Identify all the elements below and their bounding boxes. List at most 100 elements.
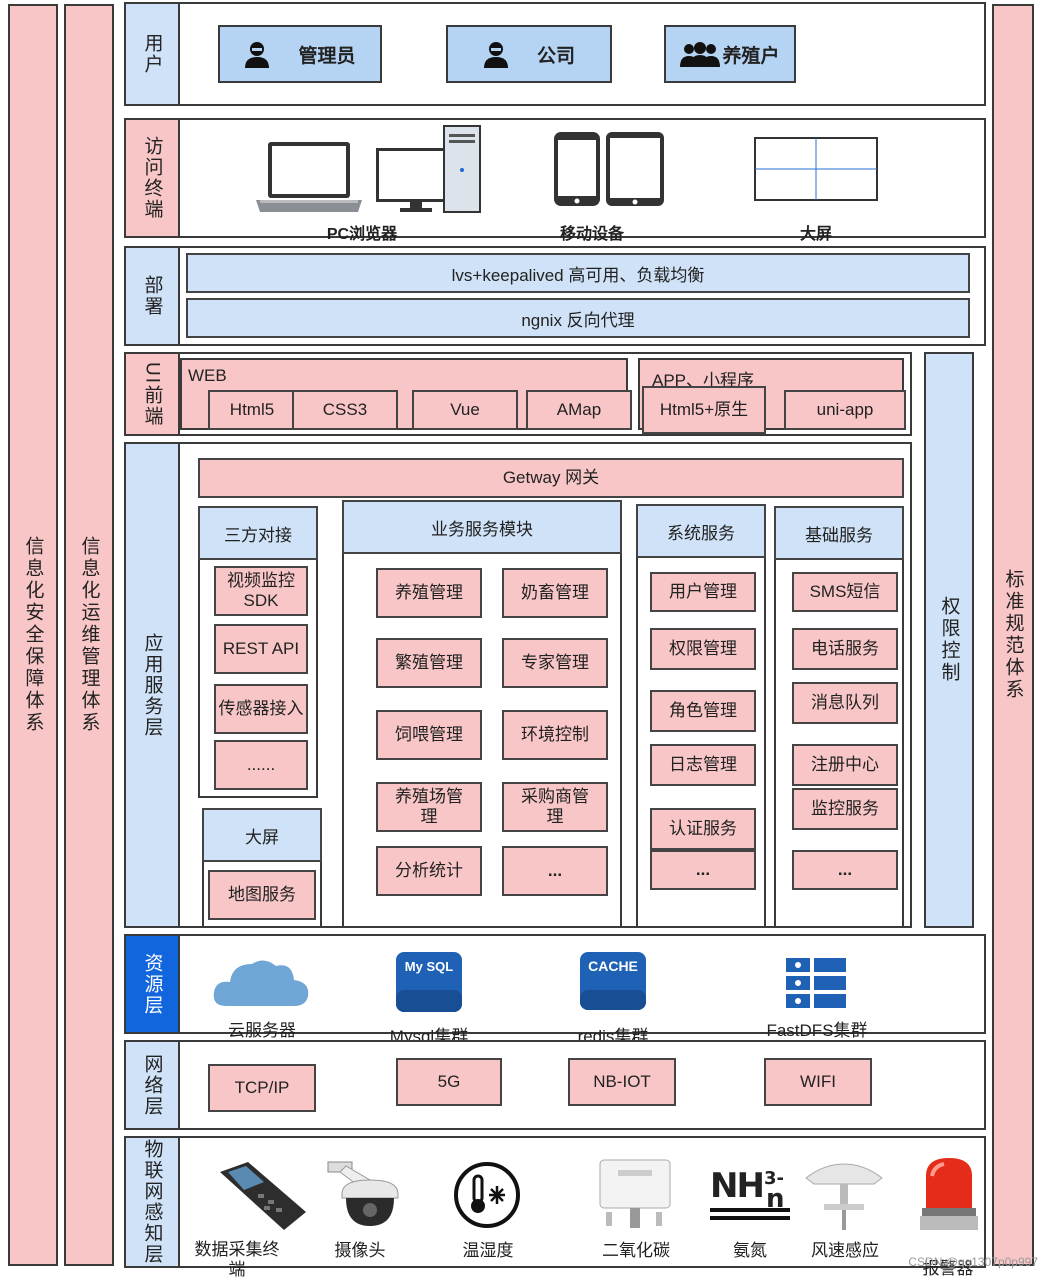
biz-farm-mgmt: 养殖场管理 [376, 782, 482, 832]
ui-html5: Html5 [208, 390, 296, 430]
sys-role-mgmt: 角色管理 [650, 690, 756, 732]
desktop-icon [376, 125, 481, 213]
handheld-terminal-icon [220, 1162, 306, 1230]
auth-control-column: 权限控制 [924, 352, 974, 928]
biz-env-control: 环境控制 [502, 710, 608, 760]
ui-app-title: APP、小程序 [652, 371, 755, 390]
deploy-lvs: lvs+keepalived 高可用、负载均衡 [186, 253, 970, 293]
users-layer-label: 用户 [124, 2, 180, 106]
mysql-icon-text: My SQL [405, 959, 453, 974]
ui-css3: CSS3 [292, 390, 398, 430]
iot-alarm-label: 报警器 [922, 1259, 974, 1278]
iot-co2-label: 二氧化碳 [602, 1241, 670, 1260]
person-icon [483, 42, 508, 68]
user-farmer: 养殖户 [664, 25, 796, 83]
phone-icon [554, 132, 600, 206]
biz-breeding-mgmt: 养殖管理 [376, 568, 482, 618]
sys-log-mgmt: 日志管理 [650, 744, 756, 786]
app-layer-label: 应用服务层 [124, 442, 180, 928]
biz-feeding-mgmt: 饲喂管理 [376, 710, 482, 760]
resource-cloud-label: 云服务器 [228, 1021, 296, 1040]
third-sensor: 传感器接入 [214, 684, 308, 734]
standards-label: 标准规范体系 [1002, 569, 1024, 701]
person-icon [245, 42, 270, 68]
system-title: 系统服务 [636, 504, 766, 558]
sys-permission-mgmt: 权限管理 [650, 628, 756, 670]
iot-wind-label: 风速感应 [811, 1241, 879, 1260]
laptop-icon [256, 142, 362, 212]
nh-text: NH [710, 1166, 765, 1206]
third-party-title: 三方对接 [198, 506, 318, 560]
biz-more: ... [502, 846, 608, 896]
user-company: 公司 [446, 25, 612, 83]
basic-registry: 注册中心 [792, 744, 898, 786]
net-5g: 5G [396, 1058, 502, 1106]
basic-phone: 电话服务 [792, 628, 898, 670]
iot-ammonia-label: 氨氮 [733, 1241, 767, 1260]
business-title: 业务服务模块 [342, 500, 622, 554]
basic-more: ... [792, 850, 898, 890]
fastdfs-icon [786, 958, 846, 1008]
wind-sensor-icon [805, 1163, 883, 1230]
ui-html5-native: Html5+原生 [642, 386, 766, 434]
iot-camera-label: 摄像头 [334, 1241, 386, 1260]
terminals-layer-label: 访问终端 [124, 118, 180, 238]
ammonia-nh-icon: NH 3- n [708, 1164, 792, 1226]
net-nbiot: NB-IOT [568, 1058, 676, 1106]
ui-uniapp: uni-app [784, 390, 906, 430]
co2-sensor-icon [599, 1159, 671, 1228]
thermometer-icon [454, 1162, 520, 1228]
alarm-icon [920, 1158, 978, 1230]
ui-vue: Vue [412, 390, 518, 430]
camera-icon [327, 1161, 399, 1226]
nh-sub-text: n [766, 1184, 785, 1214]
sys-auth-service: 认证服务 [650, 808, 756, 850]
ui-web-title: WEB [188, 366, 227, 385]
deploy-nginx: ngnix 反向代理 [186, 298, 970, 338]
basic-sms: SMS短信 [792, 572, 898, 612]
sys-more: ... [650, 850, 756, 890]
net-wifi: WIFI [764, 1058, 872, 1106]
biz-dairy-mgmt: 奶畜管理 [502, 568, 608, 618]
auth-control-label: 权限控制 [938, 596, 960, 684]
iot-layer-label: 物联网感知层 [124, 1136, 180, 1268]
basic-mq: 消息队列 [792, 682, 898, 724]
cloud-icon [213, 960, 309, 1006]
bigscreen-title: 大屏 [202, 808, 322, 862]
resource-fastdfs-label: FastDFS集群 [766, 1021, 868, 1040]
terminal-mobile-label: 移动设备 [559, 226, 624, 243]
bigscreen-icon [754, 137, 878, 201]
net-tcpip: TCP/IP [208, 1064, 316, 1112]
third-rest-api: REST API [214, 624, 308, 674]
basic-monitor: 监控服务 [792, 788, 898, 830]
biz-analytics: 分析统计 [376, 846, 482, 896]
ui-layer-label: UI前端 [124, 352, 180, 436]
network-layer-label: 网络层 [124, 1040, 180, 1130]
ui-amap: AMap [526, 390, 632, 430]
cache-icon: CACHE [580, 952, 646, 1010]
resource-layer-label: 资源层 [124, 934, 180, 1034]
user-admin: 管理员 [218, 25, 382, 83]
security-system-label: 信息化安全保障体系 [22, 536, 44, 734]
tablet-icon [606, 132, 664, 206]
iot-collector-label: 数据采集终端 [194, 1240, 280, 1279]
deploy-layer-label: 部署 [124, 246, 180, 346]
watermark: CSDN @qq1307p0p997 [908, 1255, 1038, 1269]
standards-column: 标准规范体系 [992, 4, 1034, 1266]
third-more: ...... [214, 740, 308, 790]
ops-management-column: 信息化运维管理体系 [64, 4, 114, 1266]
terminal-pc-label: PC浏览器 [326, 226, 398, 243]
basic-title: 基础服务 [774, 506, 904, 560]
biz-buyer-mgmt: 采购商管理 [502, 782, 608, 832]
terminal-bigscreen-label: 大屏 [799, 226, 832, 243]
biz-reproduction-mgmt: 繁殖管理 [376, 638, 482, 688]
biz-expert-mgmt: 专家管理 [502, 638, 608, 688]
third-video-sdk: 视频监控SDK [214, 566, 308, 616]
gateway: Getway 网关 [198, 458, 904, 498]
ops-management-label: 信息化运维管理体系 [78, 536, 100, 734]
mysql-icon: My SQL [396, 952, 462, 1012]
bigscreen-map-service: 地图服务 [208, 870, 316, 920]
sys-user-mgmt: 用户管理 [650, 572, 756, 612]
iot-temp-humidity-label: 温湿度 [462, 1241, 514, 1260]
cache-icon-text: CACHE [588, 958, 638, 974]
